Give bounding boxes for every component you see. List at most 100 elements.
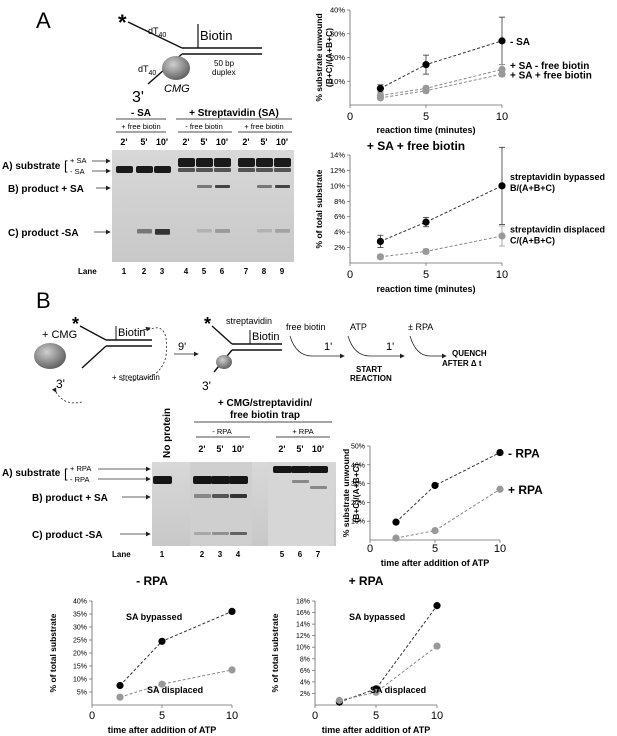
gel-a-lane-number: 3 [160,267,165,276]
x-tick-label: 10 [496,269,508,281]
cmg-label: CMG [164,83,190,95]
gel-a-product-minus-band [257,229,272,233]
y-tick-label: 6% [334,212,345,221]
gel-a-sub-plus-sa: + SA [70,156,86,165]
y-axis-label: % of total substrate [48,613,58,692]
gel-a-product-sa-band [197,185,212,188]
atp-label: ATP [350,322,367,332]
y-tick-label: 14% [296,622,310,629]
chart-title: - RPA [136,574,168,588]
gel-a-substrate-band [256,158,273,167]
gel-a-free-biotin-3: + free biotin [244,122,283,131]
gel-a-substrate-band [196,158,213,167]
series-label: - RPA [508,447,540,461]
x-tick-label: 5 [423,111,429,123]
x-axis-label: reaction time (minutes) [376,125,475,135]
series-label: streptavidin displaced [510,225,605,235]
y-tick-label: 20% [351,500,365,507]
gel-b-lane-number: 2 [200,550,205,559]
x-axis-label: time after addition of ATP [108,725,217,735]
gel-b-product-sa-band [230,494,247,498]
x-tick-label: 10 [494,543,506,555]
y-tick-label: 30% [351,481,365,488]
y-tick-label: 10% [330,181,345,190]
quench-label-1: QUENCH [452,349,487,358]
gel-a-lane-label: Lane [78,267,97,276]
y-tick-label: 12% [296,633,310,640]
data-point [335,696,343,704]
series-trendline [380,185,503,242]
gel-a-substrate-band-lower [196,168,213,172]
gel-b-lane-number: 3 [218,550,223,559]
biotin-label: Biotin [200,28,233,43]
gel-b-substrate-label: A) substrate [2,468,61,479]
gel-a-time-label: 5' [260,137,267,147]
gel-b-rpa-band [292,480,309,483]
y-axis-label: % substrate unwound [314,13,324,101]
gel-a-lane-number: 8 [262,267,267,276]
chart-title: + SA + free biotin [367,139,465,153]
gel-b-substrate-band [273,466,292,473]
data-point [158,637,166,645]
y-tick-label: 40% [73,599,87,606]
gel-a-minus-sa: - SA [131,108,151,119]
gel-b-substrate-band [153,476,172,484]
data-point [392,534,400,542]
x-axis-label: time after addition of ATP [322,725,431,735]
dt40-bottom-label: dT40 [138,64,156,77]
gel-a-substrate-band [274,158,291,167]
data-point [433,602,441,610]
gel-a-lane-number: 7 [244,267,249,276]
gel-b-product-minus-label: C) product -SA [32,530,103,541]
gel-b-sub-plus-rpa: + RPA [70,464,91,473]
data-point [496,448,504,457]
gel-a-lane-number: 9 [280,267,285,276]
series-label: SA bypassed [126,612,182,622]
data-point [116,693,124,701]
data-point [376,84,384,92]
gel-b-time-label: 10' [312,444,324,454]
y-tick-label: 30% [73,625,87,632]
gel-b-product-minus-band [212,532,229,535]
y-tick-label: 2% [334,243,345,252]
x-tick-label: 0 [347,269,353,281]
gel-b-lane-label: Lane [112,550,131,559]
gel-b-product-sa-label: B) product + SA [32,493,108,504]
y-tick-label: 50% [351,444,365,451]
gel-b-row-labels: A) substrate [ + RPA - RPA B) product + … [2,464,321,559]
gel-a-time-label: 2' [182,137,189,147]
y-tick-label: 40% [351,462,365,469]
gel-a-product-minus-band [155,229,170,235]
data-point [372,688,380,696]
data-point [433,642,441,650]
chart-title: + RPA [349,574,384,588]
series-trendline [395,488,501,539]
nine-minute-label: 9' [178,341,186,353]
gel-b-plus-rpa: + RPA [292,427,313,436]
gel-b-product-minus-band [194,532,211,535]
y-tick-label: 10% [351,519,365,526]
y-axis-label: % of total substrate [314,169,324,248]
data-point [498,232,506,240]
gel-a-product-minus-band [197,229,212,233]
gel-a-product-sa-label: B) product + SA [8,184,84,195]
gel-a-bracket: [ [64,158,68,173]
data-point [422,218,430,226]
gel-a-substrate-band-lower [178,168,195,172]
y-tick-label: 10% [330,77,345,86]
gel-a-lane-number: 4 [184,267,189,276]
data-point [422,61,430,69]
data-point [376,253,384,261]
gel-a-substrate-band [214,158,231,167]
gel-b-lane-number: 5 [280,550,285,559]
series-label: SA bypassed [349,612,405,622]
data-point [376,94,384,102]
start-label-1: START [356,365,382,374]
gel-a-time-label: 10' [156,137,168,147]
data-point [498,70,506,78]
y-tick-label: 20% [330,53,345,62]
star-marker-b1: * [72,314,79,334]
x-axis-label: time after addition of ATP [381,558,490,568]
